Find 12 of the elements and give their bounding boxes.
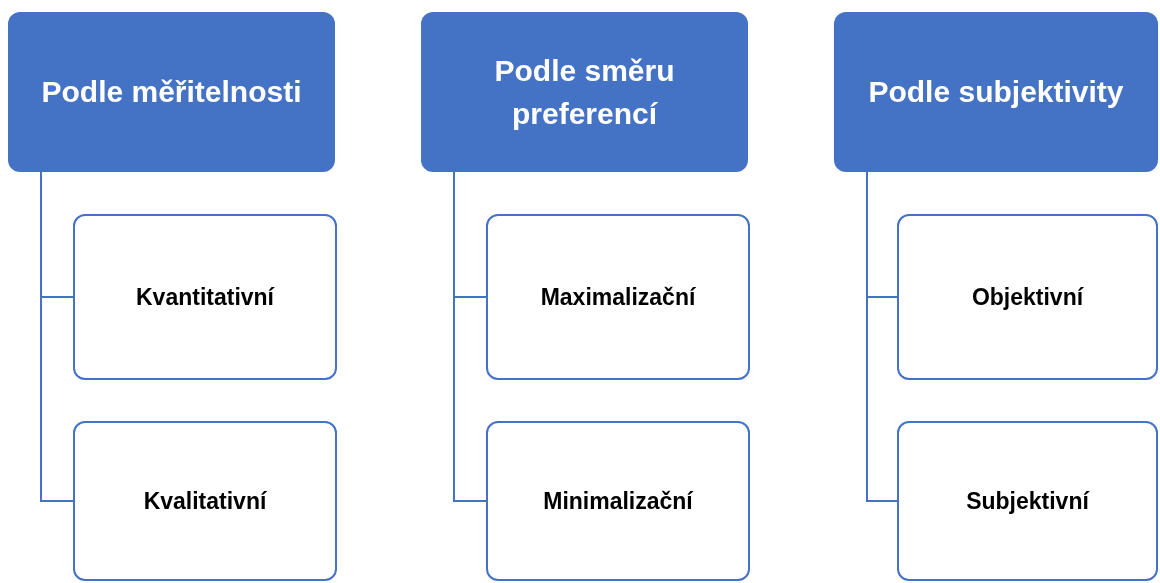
item-box: Subjektivní bbox=[897, 421, 1158, 581]
item-box: Minimalizační bbox=[486, 421, 750, 581]
connector-line bbox=[866, 171, 898, 502]
item-box: Maximalizační bbox=[486, 214, 750, 380]
connector-line bbox=[40, 171, 74, 502]
item-box: Kvalitativní bbox=[73, 421, 337, 581]
category-box: Podle subjektivity bbox=[834, 12, 1158, 172]
category-box: Podle směru preferencí bbox=[421, 12, 748, 172]
item-box: Objektivní bbox=[897, 214, 1158, 380]
item-box: Kvantitativní bbox=[73, 214, 337, 380]
category-box: Podle měřitelnosti bbox=[8, 12, 335, 172]
connector-line bbox=[453, 171, 487, 502]
